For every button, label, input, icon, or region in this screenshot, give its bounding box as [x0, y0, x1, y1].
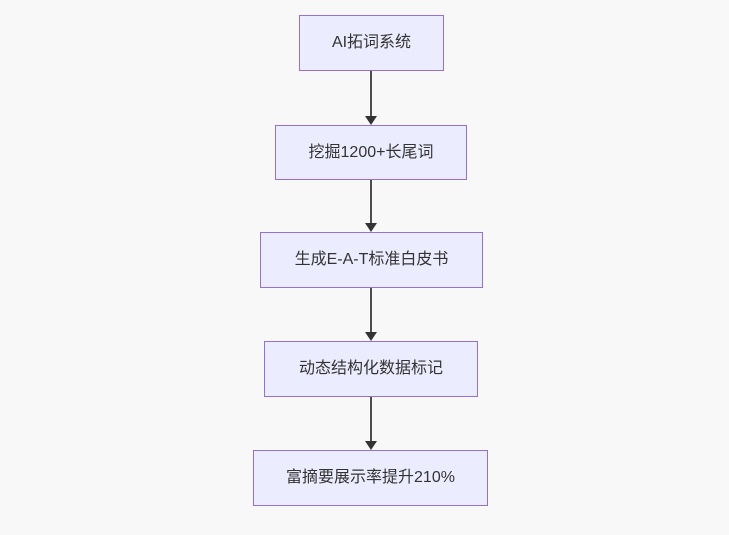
flow-edge-4 — [365, 397, 377, 450]
flow-edge-2 — [365, 180, 377, 232]
arrow-head-icon — [365, 116, 377, 125]
flow-edge-1 — [365, 71, 377, 125]
flow-node-label: 富摘要展示率提升210% — [286, 469, 455, 486]
arrow-shaft — [370, 397, 372, 441]
arrow-head-icon — [365, 332, 377, 341]
flow-node-label: 挖掘1200+长尾词 — [308, 143, 434, 161]
flow-node-label: 生成E-A-T标准白皮书 — [294, 251, 449, 268]
arrow-head-icon — [365, 441, 377, 450]
flow-node-longtail-mining: 挖掘1200+长尾词 — [275, 125, 467, 180]
flow-node-eat-whitepaper: 生成E-A-T标准白皮书 — [260, 232, 483, 288]
arrow-shaft — [370, 288, 372, 332]
arrow-head-icon — [365, 223, 377, 232]
arrow-shaft — [370, 71, 372, 116]
flow-node-rich-snippet-result: 富摘要展示率提升210% — [253, 450, 488, 506]
flow-node-label: AI拓词系统 — [331, 34, 412, 51]
flow-node-label: 动态结构化数据标记 — [298, 360, 443, 377]
flow-edge-3 — [365, 288, 377, 341]
arrow-shaft — [370, 180, 372, 223]
flow-node-structured-data-markup: 动态结构化数据标记 — [264, 341, 478, 397]
flow-node-ai-keyword-system: AI拓词系统 — [299, 15, 444, 71]
